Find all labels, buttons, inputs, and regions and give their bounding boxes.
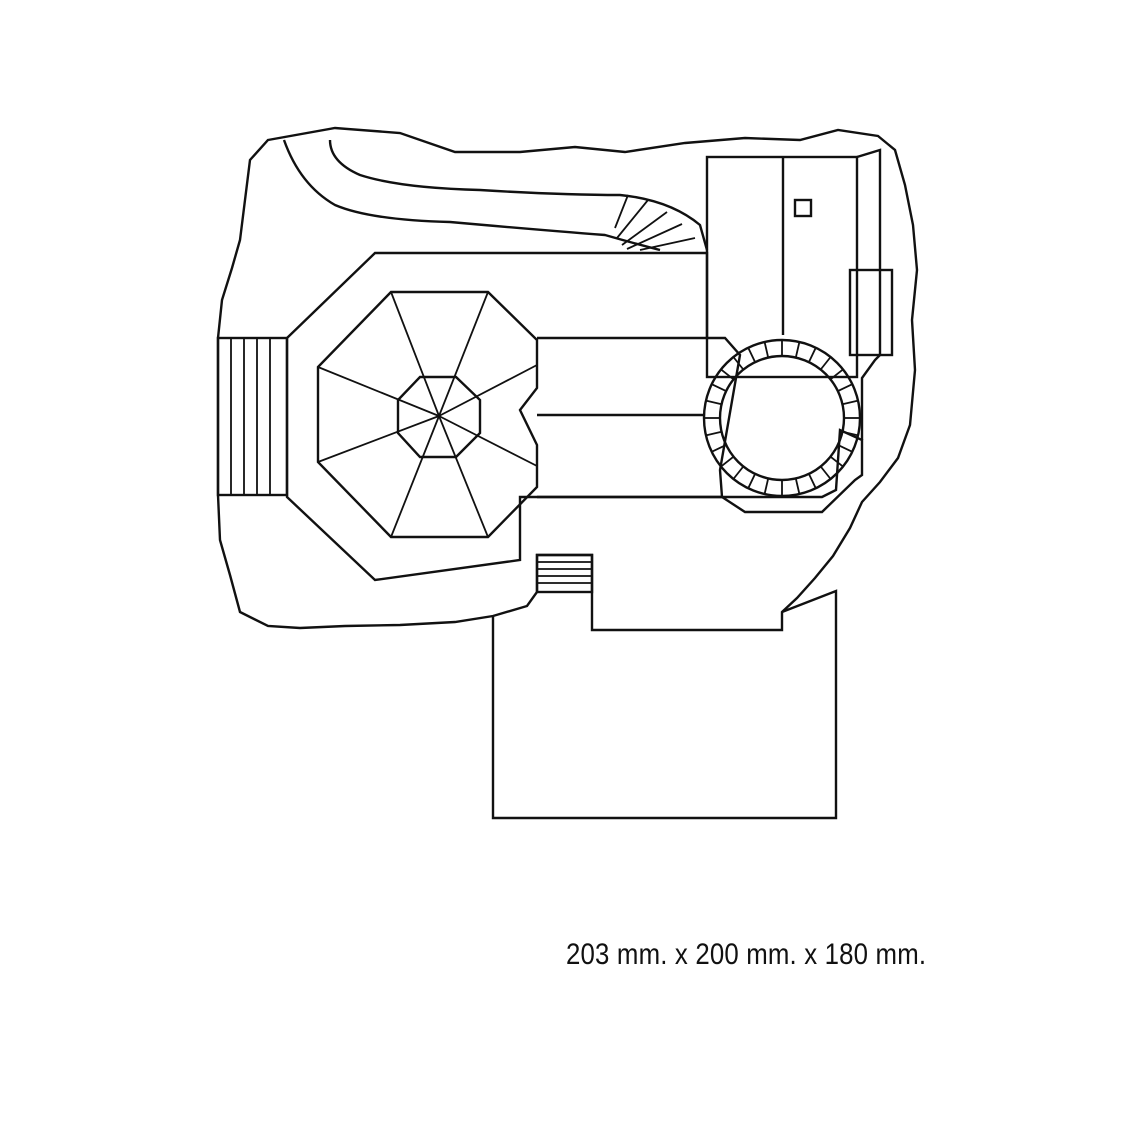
keep-roof-ridges	[317, 291, 538, 538]
octagonal-keep	[316, 290, 539, 539]
tower-crenel	[808, 347, 817, 363]
rear-building	[705, 155, 859, 379]
approach-road-inner	[328, 139, 709, 251]
tower-crenel	[732, 356, 745, 371]
tower-crenel	[837, 444, 853, 453]
tower-crenel	[837, 383, 853, 392]
tower-crenel	[808, 473, 817, 489]
tower-crenellations	[704, 340, 860, 496]
approach-road-outer	[282, 139, 661, 252]
castle-outer-wall	[285, 251, 864, 582]
spiral-stair	[614, 194, 696, 251]
tower-crenel	[747, 473, 756, 489]
tower-crenel	[720, 368, 735, 381]
tower-crenel	[732, 465, 745, 480]
tower-crenel	[842, 430, 859, 437]
tower-crenel	[720, 455, 735, 468]
front-terrace	[491, 589, 838, 820]
tower-crenel	[705, 430, 722, 437]
side-wall	[856, 148, 882, 440]
side-annex	[848, 268, 894, 357]
rear-building-window	[793, 198, 813, 218]
tower-crenel	[763, 478, 770, 495]
tower-crenel	[794, 341, 801, 358]
dimensions-caption: 203 mm. x 200 mm. x 180 mm.	[566, 938, 927, 971]
tower-crenel	[794, 478, 801, 495]
tower-crenel	[819, 356, 832, 371]
tower-crenel	[711, 444, 727, 453]
tower-crenel	[829, 455, 844, 468]
tower-crenel	[819, 465, 832, 480]
terrain-outline	[216, 126, 919, 632]
front-stair	[535, 553, 594, 594]
tower-crenel	[763, 341, 770, 358]
round-tower	[702, 338, 862, 498]
tower-crenel	[705, 399, 722, 406]
tower-crenel	[842, 399, 859, 406]
tower-crenel	[711, 383, 727, 392]
connecting-hall	[537, 336, 722, 499]
left-entrance-stairs	[216, 336, 289, 497]
tower-crenel	[747, 347, 756, 363]
tower-crenel	[829, 368, 844, 381]
